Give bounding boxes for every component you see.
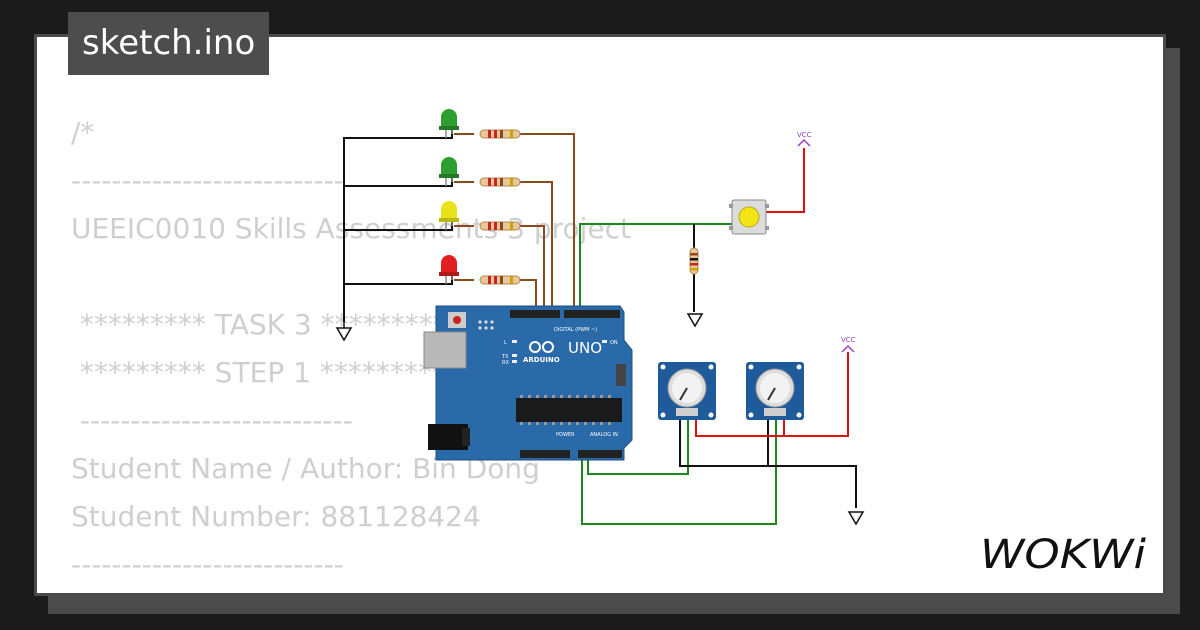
file-name-tab[interactable]: sketch.ino: [68, 12, 270, 75]
code-line: /*: [71, 116, 95, 149]
vcc-symbol-2: VCC: [841, 336, 856, 353]
svg-text:L: L: [504, 340, 507, 346]
resistor-4: [479, 275, 521, 285]
push-button[interactable]: [729, 199, 769, 235]
wokwi-logo: WOKWi: [980, 532, 1146, 576]
button-wires: [579, 148, 805, 312]
code-line: ---------------------------: [71, 548, 344, 581]
pot1-signal-wire: [587, 420, 689, 475]
svg-text:ON: ON: [610, 340, 618, 346]
pulldown-resistor: [689, 247, 699, 275]
leds: [439, 109, 459, 284]
led-resistors: [479, 129, 521, 285]
led-green-1: [439, 109, 459, 138]
potentiometer-1[interactable]: [658, 362, 716, 420]
button-signal-wire: [579, 223, 734, 308]
power-jack: [428, 424, 468, 450]
signal-wire-led-4: [454, 279, 537, 308]
code-line: ---------------------------: [71, 164, 344, 197]
svg-text:ANALOG IN: ANALOG IN: [590, 432, 618, 438]
svg-text:POWER: POWER: [556, 432, 575, 438]
ground-symbol-pots: [847, 511, 865, 526]
atmega-chip: [516, 398, 622, 422]
vcc-symbol-1: VCC: [797, 131, 812, 147]
ground-wire-led-1: [343, 130, 453, 322]
signal-wire-led-3: [454, 225, 545, 308]
arduino-logo-icon: [529, 341, 554, 353]
led-green-2: [439, 157, 459, 186]
resistor-3: [479, 221, 521, 231]
code-preview: /* --------------------------- UEEIC0010 S…: [71, 109, 631, 593]
svg-text:RX: RX: [502, 360, 509, 366]
pot-wires: [581, 352, 857, 525]
code-line: ********* TASK 3 *********: [71, 308, 447, 341]
code-line: Student Name / Author: Bin Dong: [71, 452, 540, 485]
svg-text:WOKWi: WOKWi: [980, 532, 1146, 576]
svg-text:UNO: UNO: [568, 339, 602, 357]
svg-text:DIGITAL (PWM ~): DIGITAL (PWM ~): [554, 327, 597, 333]
ground-symbol-button: [686, 313, 704, 328]
code-line: ********* STEP 1 *********: [71, 356, 446, 389]
pot2-signal-wire: [581, 420, 777, 525]
svg-text:VCC: VCC: [797, 131, 812, 139]
power-header: [520, 450, 570, 458]
arduino-uno-board[interactable]: ARDUINO UNO DIGITAL (PWM ~) ANALOG IN PO…: [423, 305, 633, 461]
analog-header: [578, 450, 622, 458]
led-yellow: [439, 201, 459, 230]
potentiometer-2[interactable]: [746, 362, 804, 420]
usb-port: [423, 331, 467, 369]
digital-header-1: [510, 310, 560, 318]
icsp-header: [478, 320, 494, 330]
svg-text:ARDUINO: ARDUINO: [523, 356, 560, 364]
code-line: ---------------------------: [71, 404, 353, 437]
code-line: UEEIC0010 Skills Assessments 3 project: [71, 212, 631, 245]
svg-text:TX: TX: [501, 354, 509, 360]
ground-wire-led-3: [344, 222, 453, 231]
led-signal-wires: [454, 133, 575, 308]
resistor-2: [479, 177, 521, 187]
led-red: [439, 255, 459, 284]
svg-text:VCC: VCC: [841, 336, 856, 344]
signal-wire-led-2: [454, 181, 553, 308]
button-vcc-wire: [766, 148, 805, 213]
pot-vcc-wire: [695, 352, 849, 437]
led-ground-wires: [343, 130, 453, 322]
resistor-1: [479, 129, 521, 139]
pot-ground-wire: [679, 420, 857, 508]
digital-header-2: [564, 310, 620, 318]
ground-symbol-left: [335, 322, 353, 342]
ground-wire-led-2: [344, 178, 453, 187]
ground-wire-led-4: [344, 276, 453, 285]
code-line: Student Number: 881128424: [71, 500, 481, 533]
signal-wire-led-1: [454, 133, 575, 308]
